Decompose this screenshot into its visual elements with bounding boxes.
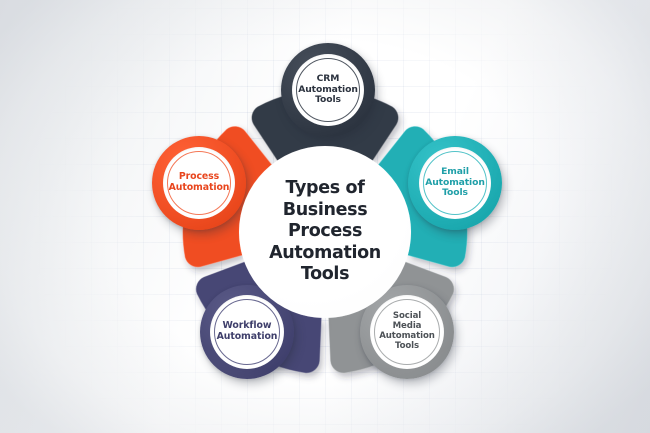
badge-inner-disc-social-media: Social Media Automation Tools xyxy=(370,295,444,369)
badge-label-workflow: Workflow Automation xyxy=(216,320,278,342)
badge-label-crm: CRM Automation Tools xyxy=(298,72,358,106)
badge-label-social-media: Social Media Automation Tools xyxy=(379,311,435,351)
badge-crm[interactable]: CRM Automation Tools xyxy=(281,43,375,137)
badge-inner-disc-workflow: Workflow Automation xyxy=(210,295,284,369)
badge-inner-disc-email: Email Automation Tools xyxy=(419,147,491,219)
badge-inner-disc-crm: CRM Automation Tools xyxy=(292,54,364,126)
badge-email[interactable]: Email Automation Tools xyxy=(408,136,502,230)
center-disc: Types of Business Process Automation Too… xyxy=(239,146,411,318)
badge-process[interactable]: Process Automation xyxy=(152,136,246,230)
badge-label-process: Process Automation xyxy=(168,171,230,193)
badge-label-email: Email Automation Tools xyxy=(425,165,485,199)
page-title: Types of Business Process Automation Too… xyxy=(269,178,381,285)
badge-inner-disc-process: Process Automation xyxy=(163,147,235,219)
